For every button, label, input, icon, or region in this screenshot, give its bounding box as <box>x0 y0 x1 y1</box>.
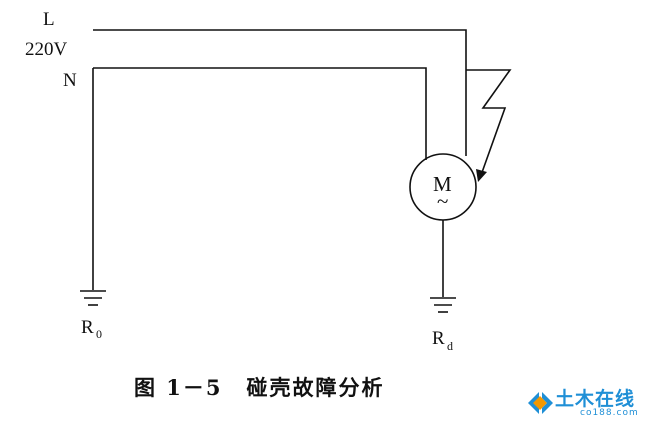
line-N-wire <box>93 67 427 160</box>
ground-symbol-r0 <box>80 290 106 306</box>
label-voltage: 220V <box>25 39 68 60</box>
label-r0: R <box>81 317 94 338</box>
watermark-site: co188.com <box>580 408 639 418</box>
figure-number: 图 1－5 <box>134 375 223 400</box>
fault-zigzag-arrow <box>466 69 512 179</box>
watermark-logo-icon <box>528 392 553 414</box>
ground-symbol-rd <box>430 297 456 313</box>
label-rd: R <box>432 328 445 349</box>
label-r0-sub: 0 <box>96 327 102 341</box>
label-rd-sub: d <box>447 339 453 353</box>
fault-arrowhead <box>476 169 487 182</box>
figure-caption: 图 1－5 碰壳故障分析 <box>134 372 385 402</box>
figure-title: 碰壳故障分析 <box>246 375 385 400</box>
label-L: L <box>43 9 55 30</box>
line-L-wire <box>93 29 467 156</box>
motor-label: M <box>433 172 452 196</box>
watermark-brand: 土木在线 <box>555 388 636 410</box>
motor-ac-symbol: ~ <box>437 189 448 213</box>
label-N: N <box>63 70 77 91</box>
